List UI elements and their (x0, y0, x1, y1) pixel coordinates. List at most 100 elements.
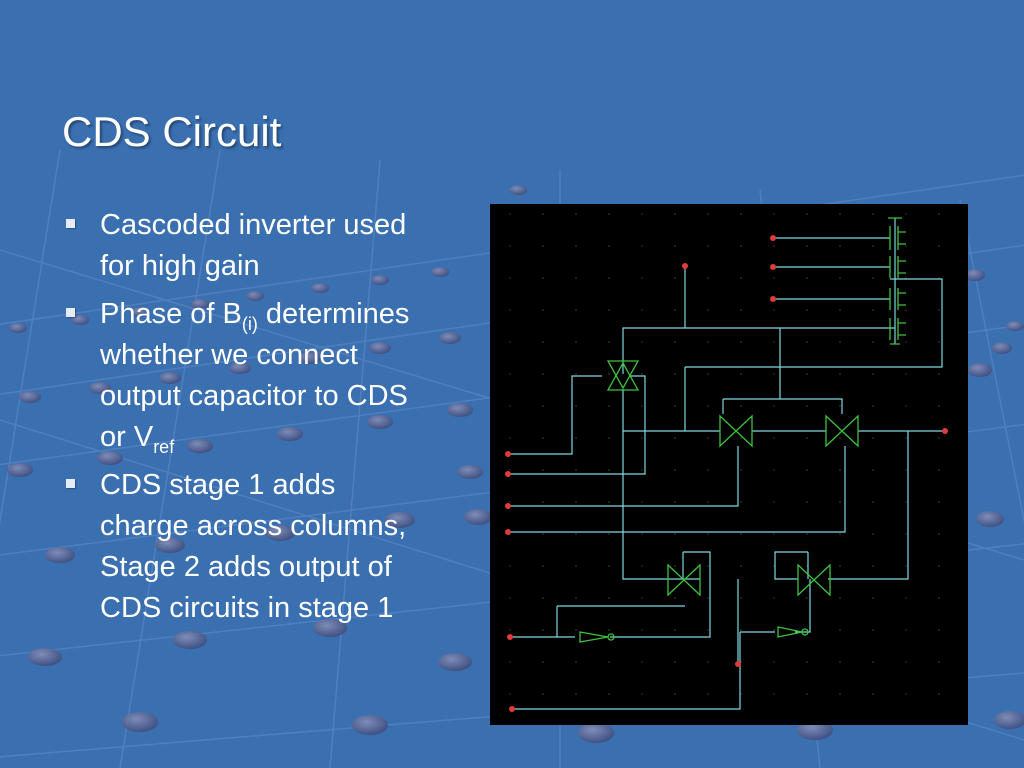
pin-dot-icon (735, 661, 741, 667)
grid-dot (509, 405, 511, 407)
bullet-text: CDS stage 1 adds charge across columns, … (100, 469, 407, 624)
grid-dot (872, 213, 874, 215)
grid-dot (707, 693, 709, 695)
grid-dot (905, 373, 907, 375)
grid-dot (575, 469, 577, 471)
grid-dot (674, 373, 676, 375)
grid-dot (806, 245, 808, 247)
grid-dot (575, 405, 577, 407)
grid-dot (674, 309, 676, 311)
grid-dot (773, 213, 775, 215)
grid-dot (839, 597, 841, 599)
grid-dot (641, 277, 643, 279)
pin-dot-icon (770, 296, 776, 302)
grid-dot (542, 565, 544, 567)
square-bullet-icon (66, 219, 75, 228)
grid-dot (905, 469, 907, 471)
grid-dot (938, 405, 940, 407)
grid-dot (608, 661, 610, 663)
grid-dot (641, 533, 643, 535)
grid-dot (674, 629, 676, 631)
grid-dot (740, 277, 742, 279)
grid-dot (773, 309, 775, 311)
grid-dot (872, 629, 874, 631)
pin-dot-icon (505, 529, 511, 535)
grid-dot (839, 341, 841, 343)
grid-dot (905, 501, 907, 503)
grid-dot (542, 405, 544, 407)
grid-dot (608, 565, 610, 567)
grid-dot (707, 405, 709, 407)
grid-dot (740, 501, 742, 503)
grid-dot (938, 469, 940, 471)
grid-dot (641, 245, 643, 247)
transmission-gate-icon (606, 360, 640, 391)
grid-dot (839, 661, 841, 663)
grid-dot (608, 213, 610, 215)
grid-dot (674, 341, 676, 343)
grid-dot (905, 341, 907, 343)
grid-dot (905, 661, 907, 663)
grid-dot (641, 661, 643, 663)
bullet-text: Cascoded inverter used for high gain (100, 209, 407, 282)
grid-dot (740, 213, 742, 215)
square-bullet-icon (66, 308, 75, 317)
grid-dot (509, 341, 511, 343)
grid-dot (509, 565, 511, 567)
grid-dot (641, 469, 643, 471)
grid-dot (575, 597, 577, 599)
bullet-item: Cascoded inverter used for high gain (62, 205, 412, 287)
pin-dot-icon (505, 503, 511, 509)
slide-title: CDS Circuit (62, 108, 282, 155)
grid-dot (740, 565, 742, 567)
grid-dot (641, 693, 643, 695)
grid-dot (872, 373, 874, 375)
grid-dot (839, 469, 841, 471)
grid-dot (740, 341, 742, 343)
bullet-item: Phase of B(i) determines whether we conn… (62, 294, 412, 458)
grid-dot (773, 597, 775, 599)
grid-dot (806, 501, 808, 503)
grid-dot (905, 597, 907, 599)
grid-dot (740, 469, 742, 471)
grid-dot (542, 373, 544, 375)
grid-dot (707, 501, 709, 503)
grid-dot (806, 405, 808, 407)
grid-dot (773, 277, 775, 279)
grid-dot (575, 693, 577, 695)
grid-dot (938, 437, 940, 439)
grid-dot (608, 693, 610, 695)
grid-dot (905, 565, 907, 567)
transmission-gate-icon (667, 563, 701, 597)
inverter-icon (579, 631, 615, 643)
grid-dot (674, 405, 676, 407)
grid-dot (839, 245, 841, 247)
grid-dot (872, 693, 874, 695)
grid-dot (773, 661, 775, 663)
grid-dot (674, 213, 676, 215)
grid-dot (509, 661, 511, 663)
grid-dot (938, 213, 940, 215)
grid-dot (542, 469, 544, 471)
grid-dot (608, 245, 610, 247)
grid-dot (872, 565, 874, 567)
grid-dot (509, 437, 511, 439)
pin-dot-icon (770, 264, 776, 270)
transmission-gate-icon (797, 563, 831, 597)
grid-dot (839, 309, 841, 311)
wires (508, 218, 945, 710)
grid-dot (872, 661, 874, 663)
grid-dot (806, 661, 808, 663)
grid-dot (839, 629, 841, 631)
grid-dot (938, 565, 940, 567)
grid-dot (938, 341, 940, 343)
grid-dot (872, 341, 874, 343)
grid-dot (839, 533, 841, 535)
grid-dot (905, 629, 907, 631)
grid-dot (707, 469, 709, 471)
grid-dot (806, 309, 808, 311)
grid-dot (872, 533, 874, 535)
grid-dot (641, 501, 643, 503)
grid-dot (806, 437, 808, 439)
grid-dot (773, 437, 775, 439)
